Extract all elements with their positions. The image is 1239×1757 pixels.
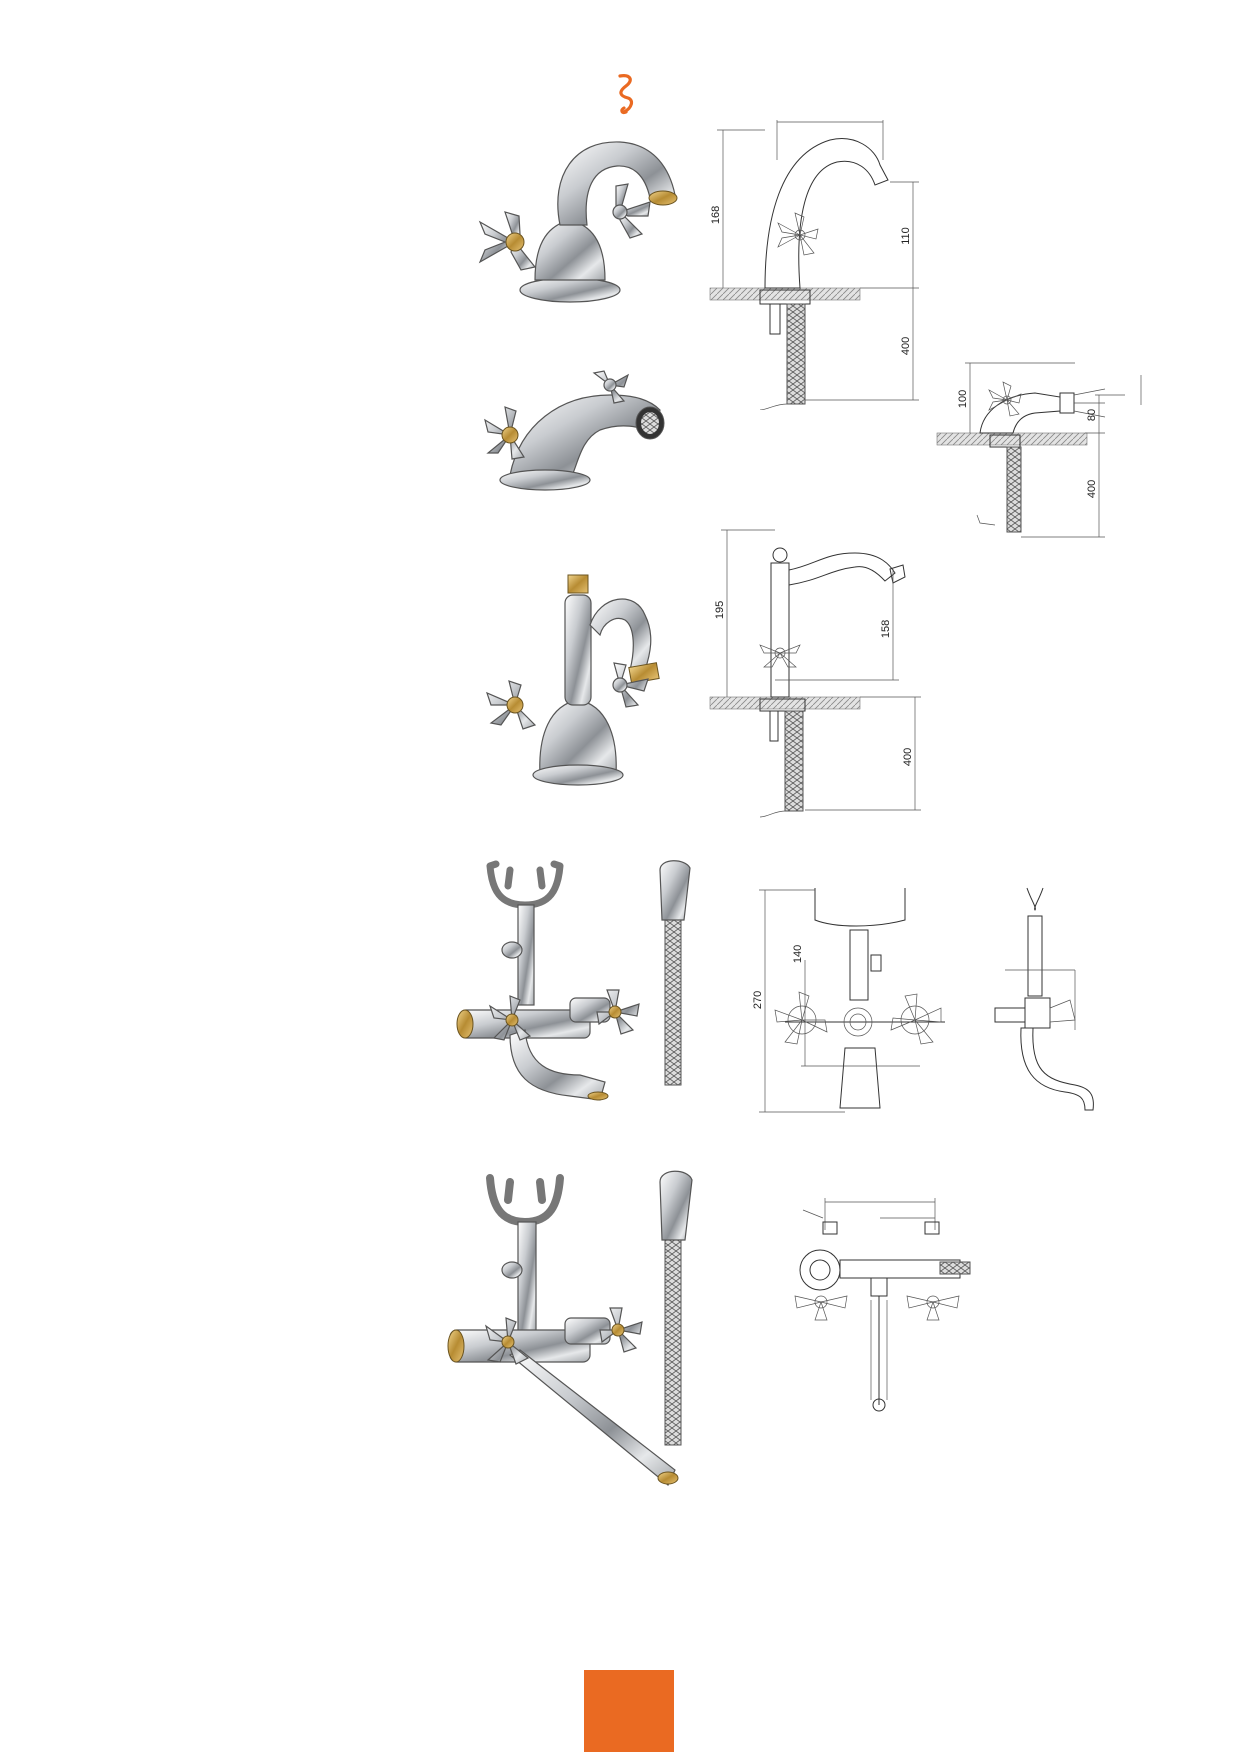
dim-height-label: 195: [714, 601, 726, 619]
bath-mixer-photo: [450, 860, 720, 1110]
dim-spout-label: 80: [1086, 409, 1098, 421]
bidet-mixer-photo: [470, 355, 680, 495]
basin-mixer-drawing: 168 110 400: [705, 120, 945, 411]
basin-mixer-tall-drawing: 195 158 400: [705, 525, 945, 820]
bath-mixer-drawing: 270 140: [745, 880, 1135, 1120]
dim-height-label: 168: [710, 206, 722, 224]
dim-hose-label: 400: [900, 337, 912, 355]
dim-hose-label: 400: [1086, 480, 1098, 498]
basin-mixer-tall-photo: [470, 565, 685, 790]
bath-mixer-long-spout-photo: [440, 1170, 710, 1500]
basin-mixer-photo: [455, 130, 690, 310]
bath-mixer-long-spout-drawing: [785, 1190, 975, 1415]
dim-hose-label: 400: [902, 748, 914, 766]
dim-height-label: 270: [752, 991, 764, 1009]
dim-height-label: 100: [957, 390, 969, 408]
bidet-mixer-drawing: 100 80 400: [935, 355, 1155, 545]
brand-swirl-logo: [612, 72, 640, 116]
dim-spout-label: 140: [792, 945, 804, 963]
dim-spout-label: 158: [880, 620, 892, 638]
orange-page-tab: [584, 1670, 674, 1752]
dim-spout-label: 110: [900, 227, 912, 245]
